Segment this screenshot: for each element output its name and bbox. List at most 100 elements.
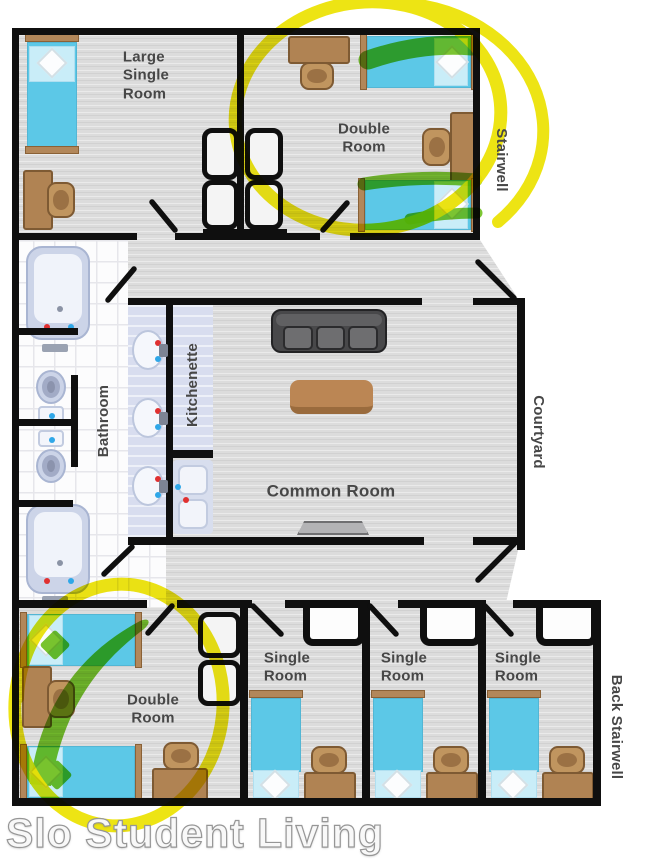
bed	[20, 612, 142, 668]
wall-segment	[593, 600, 601, 806]
cold-tap-dot	[68, 578, 74, 584]
chair-seat	[428, 136, 445, 158]
door-mat	[297, 521, 369, 535]
sofa-cushion	[283, 326, 313, 350]
room-label-large-single: Large Single Room	[122, 48, 170, 103]
bed-footboard	[135, 612, 142, 668]
bed-headboard	[25, 34, 79, 42]
bed-headboard	[249, 690, 303, 698]
bed-mattress	[251, 698, 301, 772]
closet	[202, 180, 239, 230]
courtyard-wall	[517, 298, 525, 550]
area-label-kitchenette: Kitchenette	[183, 343, 201, 427]
bathtub	[26, 246, 90, 340]
chair	[47, 680, 75, 718]
chair	[47, 182, 75, 218]
wall-segment	[12, 28, 480, 35]
bed-headboard	[20, 744, 27, 800]
closet	[245, 180, 283, 230]
sink	[132, 398, 164, 438]
toilet-bowl	[47, 381, 55, 393]
toilet-bowl	[47, 460, 55, 472]
closet	[202, 128, 239, 180]
chair-seat	[307, 68, 327, 84]
bed	[358, 178, 478, 232]
tap-icon	[159, 480, 168, 493]
bathtub-basin	[34, 512, 82, 577]
wall-segment	[71, 375, 78, 467]
room-label-single-3: Single Room	[494, 649, 542, 685]
toilet-tank	[38, 430, 64, 447]
watermark: Slo Student Living	[5, 809, 384, 856]
cold-tap-dot	[68, 324, 74, 330]
bathtub-basin	[34, 254, 82, 323]
bed-footboard	[135, 744, 142, 800]
chair	[163, 742, 199, 770]
chair-seat	[556, 752, 578, 768]
bed-headboard	[371, 690, 425, 698]
chair-seat	[53, 190, 69, 210]
wall-segment	[478, 600, 486, 806]
chair	[300, 62, 334, 90]
room-label-double-top: Double Room	[337, 120, 391, 156]
room-label-double-bottom: Double Room	[126, 691, 180, 727]
chair-seat	[53, 688, 69, 710]
wall-segment	[240, 600, 248, 806]
wall-segment	[12, 419, 75, 426]
kitchen-sink	[173, 460, 213, 534]
hot-tap-dot	[44, 324, 50, 330]
bed-headboard	[20, 612, 27, 668]
wall-segment	[166, 305, 173, 539]
drain	[57, 306, 63, 312]
chair-seat	[170, 748, 192, 764]
desk	[288, 36, 350, 64]
bed	[25, 34, 79, 154]
chair	[311, 746, 347, 774]
toilet	[36, 449, 66, 483]
bed	[371, 690, 425, 801]
closet	[198, 660, 241, 706]
bed-headboard	[487, 690, 541, 698]
wall-segment	[12, 600, 147, 608]
tap-icon	[159, 344, 168, 357]
wall-segment	[473, 537, 519, 545]
bathroom-entry-floor	[128, 535, 166, 607]
bed	[487, 690, 541, 801]
wall-segment	[170, 450, 213, 458]
chair	[433, 746, 469, 774]
wall-segment	[12, 328, 78, 335]
wall-segment	[12, 28, 19, 806]
sofa	[271, 309, 387, 353]
chair	[549, 746, 585, 774]
wall-segment	[12, 798, 601, 806]
area-label-courtyard: Courtyard	[530, 395, 548, 469]
wall-segment	[362, 600, 370, 806]
sofa-cushion	[348, 326, 378, 350]
bed-footboard	[25, 146, 79, 154]
room-label-common-room: Common Room	[266, 481, 396, 501]
sofa-back	[276, 314, 382, 326]
sink-basin	[178, 465, 208, 495]
bed-footboard	[360, 34, 367, 90]
hot-tap-dot	[44, 578, 50, 584]
wall-segment	[473, 28, 480, 240]
closet	[245, 128, 283, 180]
room-label-single-2: Single Room	[380, 649, 428, 685]
bath-mat	[42, 344, 68, 352]
bed	[249, 690, 303, 801]
bed-mattress	[373, 698, 423, 772]
coffee-table	[290, 380, 373, 414]
chair	[422, 128, 451, 166]
bed	[20, 744, 142, 800]
bed	[360, 34, 478, 90]
bathtub	[26, 504, 90, 594]
chair-seat	[318, 752, 340, 768]
toilet	[36, 370, 66, 404]
wall-segment	[473, 298, 519, 305]
sink	[132, 330, 164, 370]
wall-segment	[398, 600, 483, 608]
sink-basin	[178, 499, 208, 529]
closet-base-wall	[203, 229, 287, 240]
area-label-bathroom: Bathroom	[94, 384, 112, 458]
